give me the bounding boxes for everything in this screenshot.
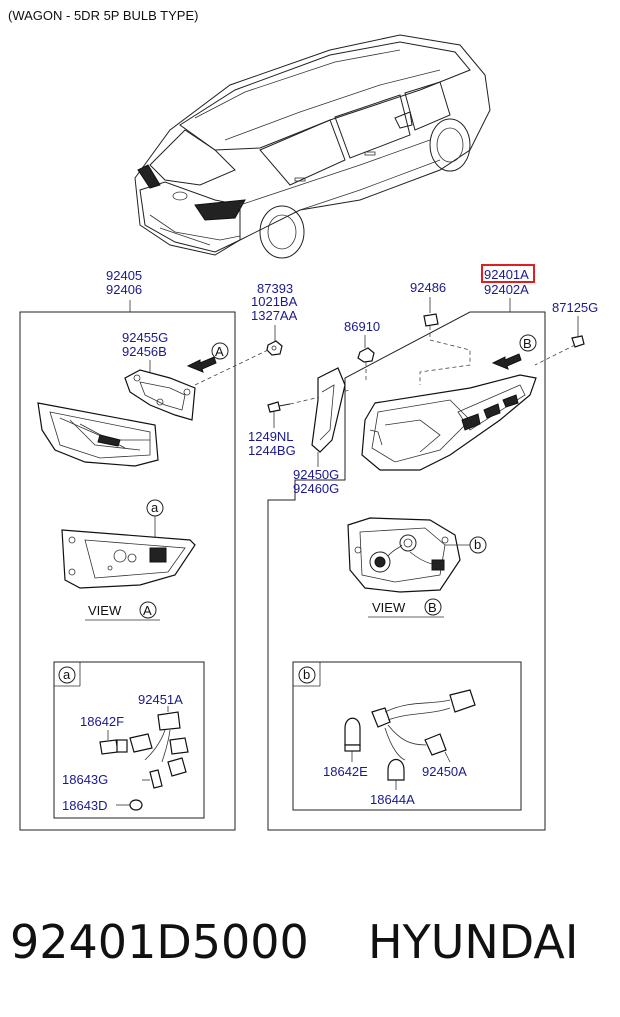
label-18644A: 18644A bbox=[370, 792, 415, 807]
label-92460G: 92460G bbox=[293, 481, 339, 496]
nut-86910 bbox=[357, 347, 375, 363]
label-92450A: 92450A bbox=[422, 764, 467, 779]
right-group-frame bbox=[267, 311, 546, 831]
car-illustration bbox=[134, 34, 491, 259]
label-92451A: 92451A bbox=[138, 692, 183, 707]
view-b-label: VIEW bbox=[372, 600, 406, 615]
footer-brand: HYUNDAI bbox=[368, 915, 578, 969]
view-a-letter: A bbox=[143, 603, 152, 618]
screw-1249NL bbox=[267, 401, 291, 413]
label-1244BG: 1244BG bbox=[248, 443, 296, 458]
inner-tail-lamp bbox=[37, 402, 159, 467]
label-87393: 87393 bbox=[257, 281, 293, 296]
detail-box-a bbox=[53, 661, 205, 819]
label-87125G: 87125G bbox=[552, 300, 598, 315]
callout-b: b bbox=[474, 537, 481, 552]
screw-87125G bbox=[571, 335, 585, 348]
clip-92486 bbox=[423, 313, 439, 327]
callout-B: B bbox=[523, 336, 532, 351]
socket-harness-92451A bbox=[129, 706, 189, 777]
label-92406: 92406 bbox=[106, 282, 142, 297]
callout-A: A bbox=[215, 344, 224, 359]
bulb-18643G bbox=[142, 769, 163, 789]
label-18643G: 18643G bbox=[62, 772, 108, 787]
label-92450G: 92450G bbox=[293, 467, 339, 482]
bulb-18643D bbox=[116, 799, 143, 811]
view-b-letter: B bbox=[428, 600, 437, 615]
highlight-92401A bbox=[481, 264, 535, 283]
socket-harness-92450A bbox=[371, 689, 476, 761]
bulb-18642F bbox=[99, 730, 128, 755]
label-18642E: 18642E bbox=[323, 764, 368, 779]
footer-part-number: 92401D5000 bbox=[10, 915, 309, 969]
left-group-frame bbox=[19, 311, 236, 831]
detail-a-letter: a bbox=[63, 667, 71, 682]
label-92486: 92486 bbox=[410, 280, 446, 295]
gasket-92455G bbox=[124, 369, 196, 421]
detail-b-letter: b bbox=[303, 667, 310, 682]
outer-tail-lamp bbox=[361, 374, 537, 471]
label-92405: 92405 bbox=[106, 268, 142, 283]
callout-a: a bbox=[151, 500, 159, 515]
label-92455G: 92455G bbox=[122, 330, 168, 345]
label-92401A[interactable]: 92401A bbox=[484, 267, 529, 282]
label-86910: 86910 bbox=[344, 319, 380, 334]
inner-lamp-back-view bbox=[61, 529, 196, 589]
view-arrow-a: A bbox=[186, 342, 229, 373]
label-18642F: 18642F bbox=[80, 714, 124, 729]
label-1249NL: 1249NL bbox=[248, 429, 294, 444]
label-92456B: 92456B bbox=[122, 344, 167, 359]
outer-lamp-back-view bbox=[347, 517, 461, 593]
label-18643D: 18643D bbox=[62, 798, 108, 813]
bulb-18644A bbox=[387, 758, 405, 790]
detail-box-b bbox=[292, 661, 522, 811]
view-a-label: VIEW bbox=[88, 603, 122, 618]
bulb-18642E bbox=[344, 717, 361, 762]
nut-87393 bbox=[266, 340, 283, 356]
label-1327AA: 1327AA bbox=[251, 308, 298, 323]
label-92402A: 92402A bbox=[484, 282, 529, 297]
bracket-92450G bbox=[311, 367, 346, 453]
label-1021BA: 1021BA bbox=[251, 294, 298, 309]
diagram-title: (WAGON - 5DR 5P BULB TYPE) bbox=[8, 8, 198, 23]
view-arrow-b: B bbox=[491, 334, 537, 370]
